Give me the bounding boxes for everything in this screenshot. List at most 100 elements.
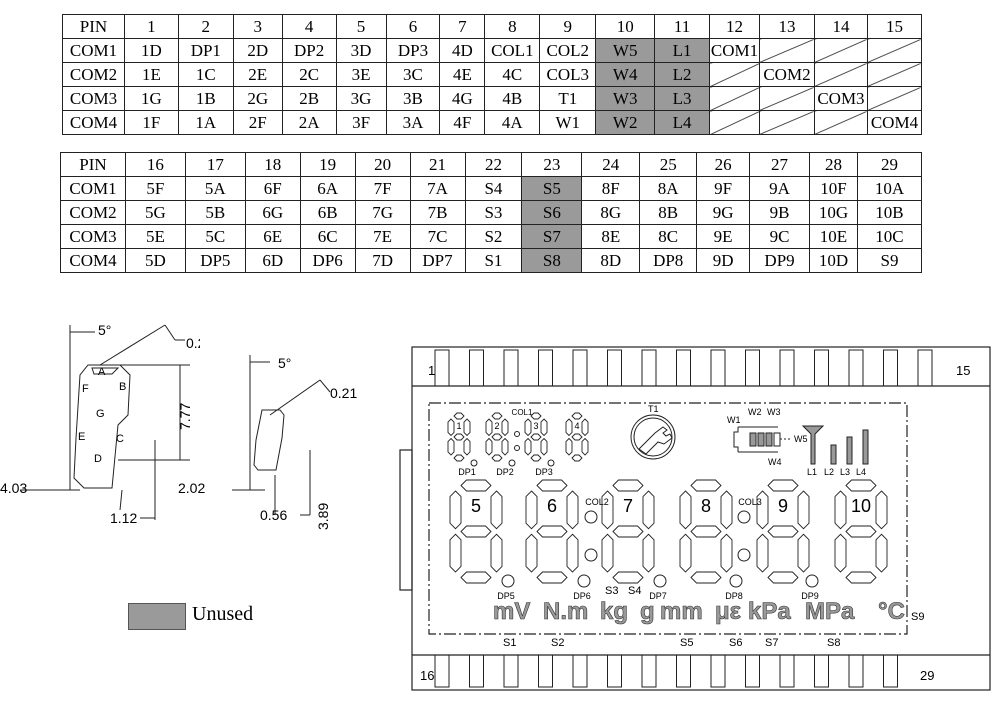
empty-cell [866, 62, 923, 87]
segment [720, 533, 733, 573]
dp-label: DP8 [725, 591, 743, 601]
unit-symbol: °C [878, 598, 905, 625]
com-cell: COM4 [62, 110, 125, 135]
header-cell: 20 [354, 152, 411, 177]
com-cell: COM2 [62, 62, 125, 87]
segment-cell: 6G [244, 200, 301, 225]
com-cell: COM1 [60, 176, 126, 201]
segment-cell: 5D [124, 248, 186, 273]
segment-cell: 2D [232, 38, 283, 63]
segment [536, 479, 568, 492]
pin-top [883, 349, 898, 387]
segment-label-a: A [98, 366, 106, 378]
segment-cell: 7G [354, 200, 411, 225]
segment [834, 490, 847, 530]
segment [449, 490, 462, 530]
segment [463, 437, 471, 456]
segment-dimension-large: A B C D E F G 5° 0.23 7.77 4.03 1.12 [0, 322, 200, 526]
seven-segment-digit [485, 412, 509, 462]
symbol-label: S3 [605, 585, 618, 597]
segment [525, 533, 538, 573]
header-cell: 23 [521, 152, 583, 177]
header-cell: 3 [232, 14, 283, 39]
header-cell: 13 [758, 14, 815, 39]
segment-cell: S9 [856, 248, 923, 273]
segment [720, 490, 733, 530]
segment-cell: W5 [595, 38, 656, 63]
empty-cell [758, 86, 815, 111]
battery-label-w2: W2 [748, 407, 762, 417]
header-cell: 27 [749, 152, 810, 177]
unit-symbol: mm [660, 598, 703, 625]
segment-cell: 1G [123, 86, 179, 111]
header-cell: 19 [299, 152, 356, 177]
pin-label-1: 1 [428, 363, 435, 378]
segment-cell: DP8 [639, 248, 698, 273]
pin-bottom [745, 654, 760, 688]
battery-label-w4: W4 [768, 457, 782, 467]
com-cell: COM4 [60, 248, 126, 273]
dp-label: DP5 [497, 591, 515, 601]
com-cell: COM1 [62, 38, 125, 63]
pin-label-15: 15 [956, 363, 970, 378]
header-cell: 17 [184, 152, 246, 177]
segment [875, 490, 888, 530]
segment-cell: 6F [244, 176, 301, 201]
dp-dot [805, 574, 819, 588]
pin-bottom [503, 654, 519, 688]
segment [767, 525, 799, 538]
width-label: 4.03 [0, 480, 27, 496]
pin-top [607, 349, 622, 387]
segment [501, 418, 509, 437]
segment [797, 533, 810, 573]
header-cell: 14 [813, 14, 868, 39]
segment-cell: COM2 [758, 62, 815, 87]
segment-label-e: E [78, 431, 85, 443]
signal-label-l1: L1 [807, 467, 817, 477]
segment [601, 533, 614, 573]
header-cell: 29 [856, 152, 923, 177]
header-cell: 1 [123, 14, 179, 39]
signal-label-l2: L2 [824, 467, 834, 477]
segment [491, 433, 503, 441]
segment-cell: 8C [639, 224, 698, 249]
segment [612, 525, 644, 538]
segment [447, 437, 455, 456]
segment [767, 571, 799, 584]
segment [566, 490, 579, 530]
digit-number-label: 10 [851, 496, 871, 516]
segment [490, 490, 503, 530]
empty-cell [813, 62, 868, 87]
dp-label: DP3 [535, 467, 553, 477]
segment [612, 479, 644, 492]
segment-cell: DP5 [184, 248, 246, 273]
segment-cell: 1A [177, 110, 234, 135]
header-cell: 24 [581, 152, 641, 177]
colon-dot [584, 510, 598, 524]
dp-label: DP9 [801, 591, 819, 601]
digit-number-label: 6 [547, 496, 557, 516]
segment-cell: DP2 [281, 38, 337, 63]
segment-cell: 7D [354, 248, 411, 273]
symbol-label: S8 [827, 637, 840, 649]
header-cell: 4 [281, 14, 337, 39]
empty-cell [709, 86, 760, 111]
dp-dot [653, 574, 667, 588]
segment-cell: 5G [124, 200, 186, 225]
segment-cell: 6A [299, 176, 356, 201]
segment-cell: 10C [856, 224, 923, 249]
unit-symbol: N.m [543, 598, 588, 625]
segment-cell: DP3 [385, 38, 441, 63]
segment-cell: 8D [581, 248, 641, 273]
pin-label-29: 29 [920, 668, 934, 683]
header-cell: 11 [654, 14, 710, 39]
segment [565, 418, 573, 437]
unused-swatch [128, 603, 186, 630]
header-cell: 25 [639, 152, 698, 177]
segment-cell: 2G [232, 86, 283, 111]
segment [571, 454, 583, 462]
segment-cell: 2B [281, 86, 337, 111]
